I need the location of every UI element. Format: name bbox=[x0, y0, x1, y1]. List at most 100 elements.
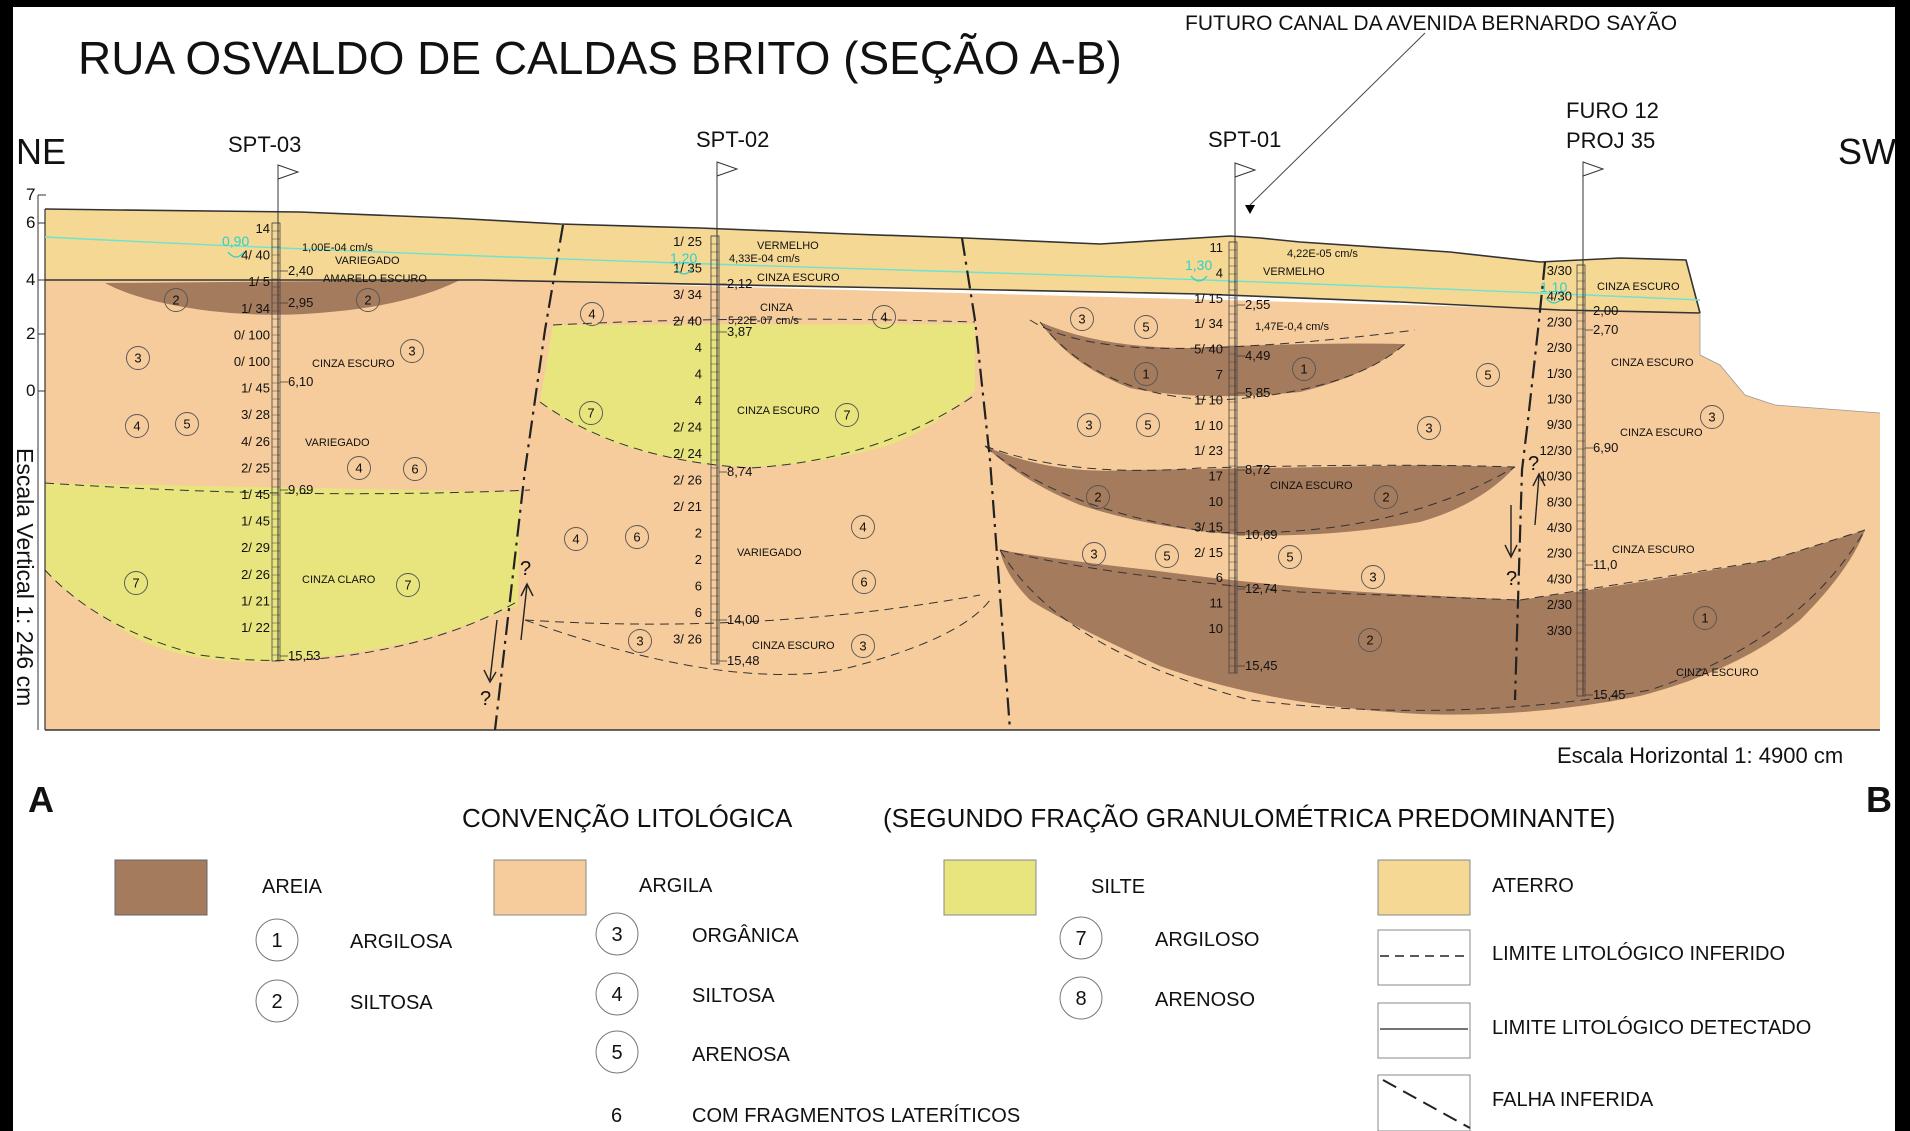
y-tick-label: 7 bbox=[26, 185, 35, 204]
layer-note: CINZA ESCURO bbox=[757, 272, 840, 284]
lithology-marker: 5 bbox=[1134, 315, 1158, 339]
depth-label: 12,74 bbox=[1245, 581, 1278, 596]
spt-blow-count: 1/ 22 bbox=[241, 620, 270, 635]
spt-blow-count: 1/ 45 bbox=[241, 487, 270, 502]
layer-note: CINZA bbox=[760, 302, 794, 314]
legend-circle bbox=[595, 912, 639, 956]
marker-number: 6 bbox=[860, 575, 867, 590]
canal-leader-line bbox=[1249, 32, 1426, 206]
lithology-marker: 5 bbox=[1155, 544, 1179, 568]
legend-circle bbox=[595, 972, 639, 1016]
water-level-icon bbox=[227, 251, 245, 258]
legend-circle bbox=[1059, 976, 1103, 1020]
depth-label: 3,87 bbox=[727, 324, 752, 339]
layer-note: 4,33E-04 cm/s bbox=[729, 253, 800, 265]
spt-blow-count: 10 bbox=[1209, 621, 1223, 636]
water-level-value: 1,30 bbox=[1185, 257, 1212, 273]
section-start-label: A bbox=[28, 779, 54, 820]
marker-circle bbox=[1082, 542, 1106, 566]
y-axis-ticks: 7 6 4 2 0 bbox=[26, 185, 46, 400]
spt-blow-count: 2/30 bbox=[1547, 340, 1572, 355]
spt-blow-count: 2/30 bbox=[1547, 546, 1572, 561]
legend-item-label: SILTOSA bbox=[350, 992, 433, 1014]
marker-circle bbox=[851, 634, 875, 658]
lithology-marker: 2 bbox=[1086, 485, 1110, 509]
marker-circle bbox=[579, 401, 603, 425]
silte-label: SILTE bbox=[1091, 876, 1145, 898]
depth-label: 15,53 bbox=[288, 648, 321, 663]
lithology-boundaries bbox=[44, 208, 1881, 731]
areia-lens bbox=[1040, 322, 1405, 397]
spt-blow-count: 2/ 25 bbox=[241, 460, 270, 475]
legend-item-label: SILTOSA bbox=[692, 985, 775, 1007]
legend-item-label: ARENOSA bbox=[692, 1044, 790, 1066]
marker-number: 5 bbox=[1484, 368, 1491, 383]
spt-blow-count: 14 bbox=[256, 221, 270, 236]
lithology-marker: 6 bbox=[403, 457, 427, 481]
marker-circle bbox=[1361, 565, 1385, 589]
flag-icon bbox=[1234, 162, 1257, 178]
spt-blow-count: 4 bbox=[1216, 265, 1223, 280]
depth-label: 6,10 bbox=[288, 374, 313, 389]
marker-number: 5 bbox=[1163, 549, 1170, 564]
marker-circle bbox=[1134, 362, 1158, 386]
marker-circle bbox=[1155, 544, 1179, 568]
marker-circle bbox=[852, 570, 876, 594]
marker-number: 3 bbox=[1085, 418, 1092, 433]
spt-blow-count: 10 bbox=[1209, 494, 1223, 509]
spt-blow-count: 4/ 40 bbox=[241, 248, 270, 263]
legend-item-label: COM FRAGMENTOS LATERÍTICOS bbox=[692, 1104, 1020, 1127]
marker-number: 4 bbox=[572, 532, 579, 547]
areia-lens bbox=[1000, 530, 1865, 715]
spt-blow-count: 6 bbox=[1216, 570, 1223, 585]
lithology-marker: 3 bbox=[400, 339, 424, 363]
uncertain-marks: ? ? ? ? bbox=[480, 453, 1539, 710]
spt-blow-count: 2/ 24 bbox=[673, 446, 702, 461]
lithology-marker: 3 bbox=[1361, 565, 1385, 589]
layer-note: CINZA ESCURO bbox=[1597, 281, 1680, 293]
marker-circle bbox=[1070, 307, 1094, 331]
legend-line-label: LIMITE LITOLÓGICO DETECTADO bbox=[1492, 1016, 1811, 1039]
spt-blow-count: 2/ 26 bbox=[673, 473, 702, 488]
marker-circle bbox=[403, 457, 427, 481]
marker-circle bbox=[564, 527, 588, 551]
lithology-marker: 4 bbox=[851, 515, 875, 539]
argila-label: ARGILA bbox=[639, 875, 713, 897]
lithology-marker: 4 bbox=[125, 414, 149, 438]
lithology-marker: 3 bbox=[851, 634, 875, 658]
y-tick-label: 0 bbox=[26, 381, 35, 400]
legend-circle bbox=[255, 979, 299, 1023]
layer-note: 1,00E-04 cm/s bbox=[302, 242, 373, 254]
marker-circle bbox=[347, 456, 371, 480]
spt-blow-count: 9/30 bbox=[1547, 417, 1572, 432]
marker-circle bbox=[1374, 485, 1398, 509]
lithology-marker: 3 bbox=[1082, 542, 1106, 566]
depth-label: 14,00 bbox=[727, 612, 760, 627]
canal-arrow-icon bbox=[1245, 205, 1255, 214]
spt-blow-count: 2/ 24 bbox=[673, 420, 702, 435]
vertical-scale-label: Escala Vertical 1: 246 cm bbox=[12, 448, 38, 706]
spt-blow-count: 1/ 45 bbox=[241, 381, 270, 396]
legend-circle bbox=[255, 918, 299, 962]
marker-number: 3 bbox=[636, 634, 643, 649]
spt-blow-count: 3/ 26 bbox=[673, 632, 702, 647]
marker-circle bbox=[1358, 628, 1382, 652]
marker-number: 2 bbox=[1382, 490, 1389, 505]
legend-line-label: LIMITE LITOLÓGICO INFERIDO bbox=[1492, 942, 1785, 965]
marker-circle bbox=[1693, 606, 1717, 630]
depth-label: 10,69 bbox=[1245, 527, 1278, 542]
flag-icon bbox=[1582, 161, 1605, 177]
spt-blow-count: 2/ 29 bbox=[241, 540, 270, 555]
lithology-marker: 6 bbox=[852, 570, 876, 594]
spt-blow-count: 1/ 25 bbox=[673, 234, 702, 249]
marker-number: 4 bbox=[588, 307, 595, 322]
lithology-marker: 1 bbox=[1134, 362, 1158, 386]
question-mark: ? bbox=[1506, 568, 1517, 590]
fault-line bbox=[1382, 1079, 1471, 1129]
layer-note: CINZA ESCURO bbox=[737, 405, 820, 417]
canal-label: FUTURO CANAL DA AVENIDA BERNARDO SAYÃO bbox=[1185, 11, 1677, 35]
